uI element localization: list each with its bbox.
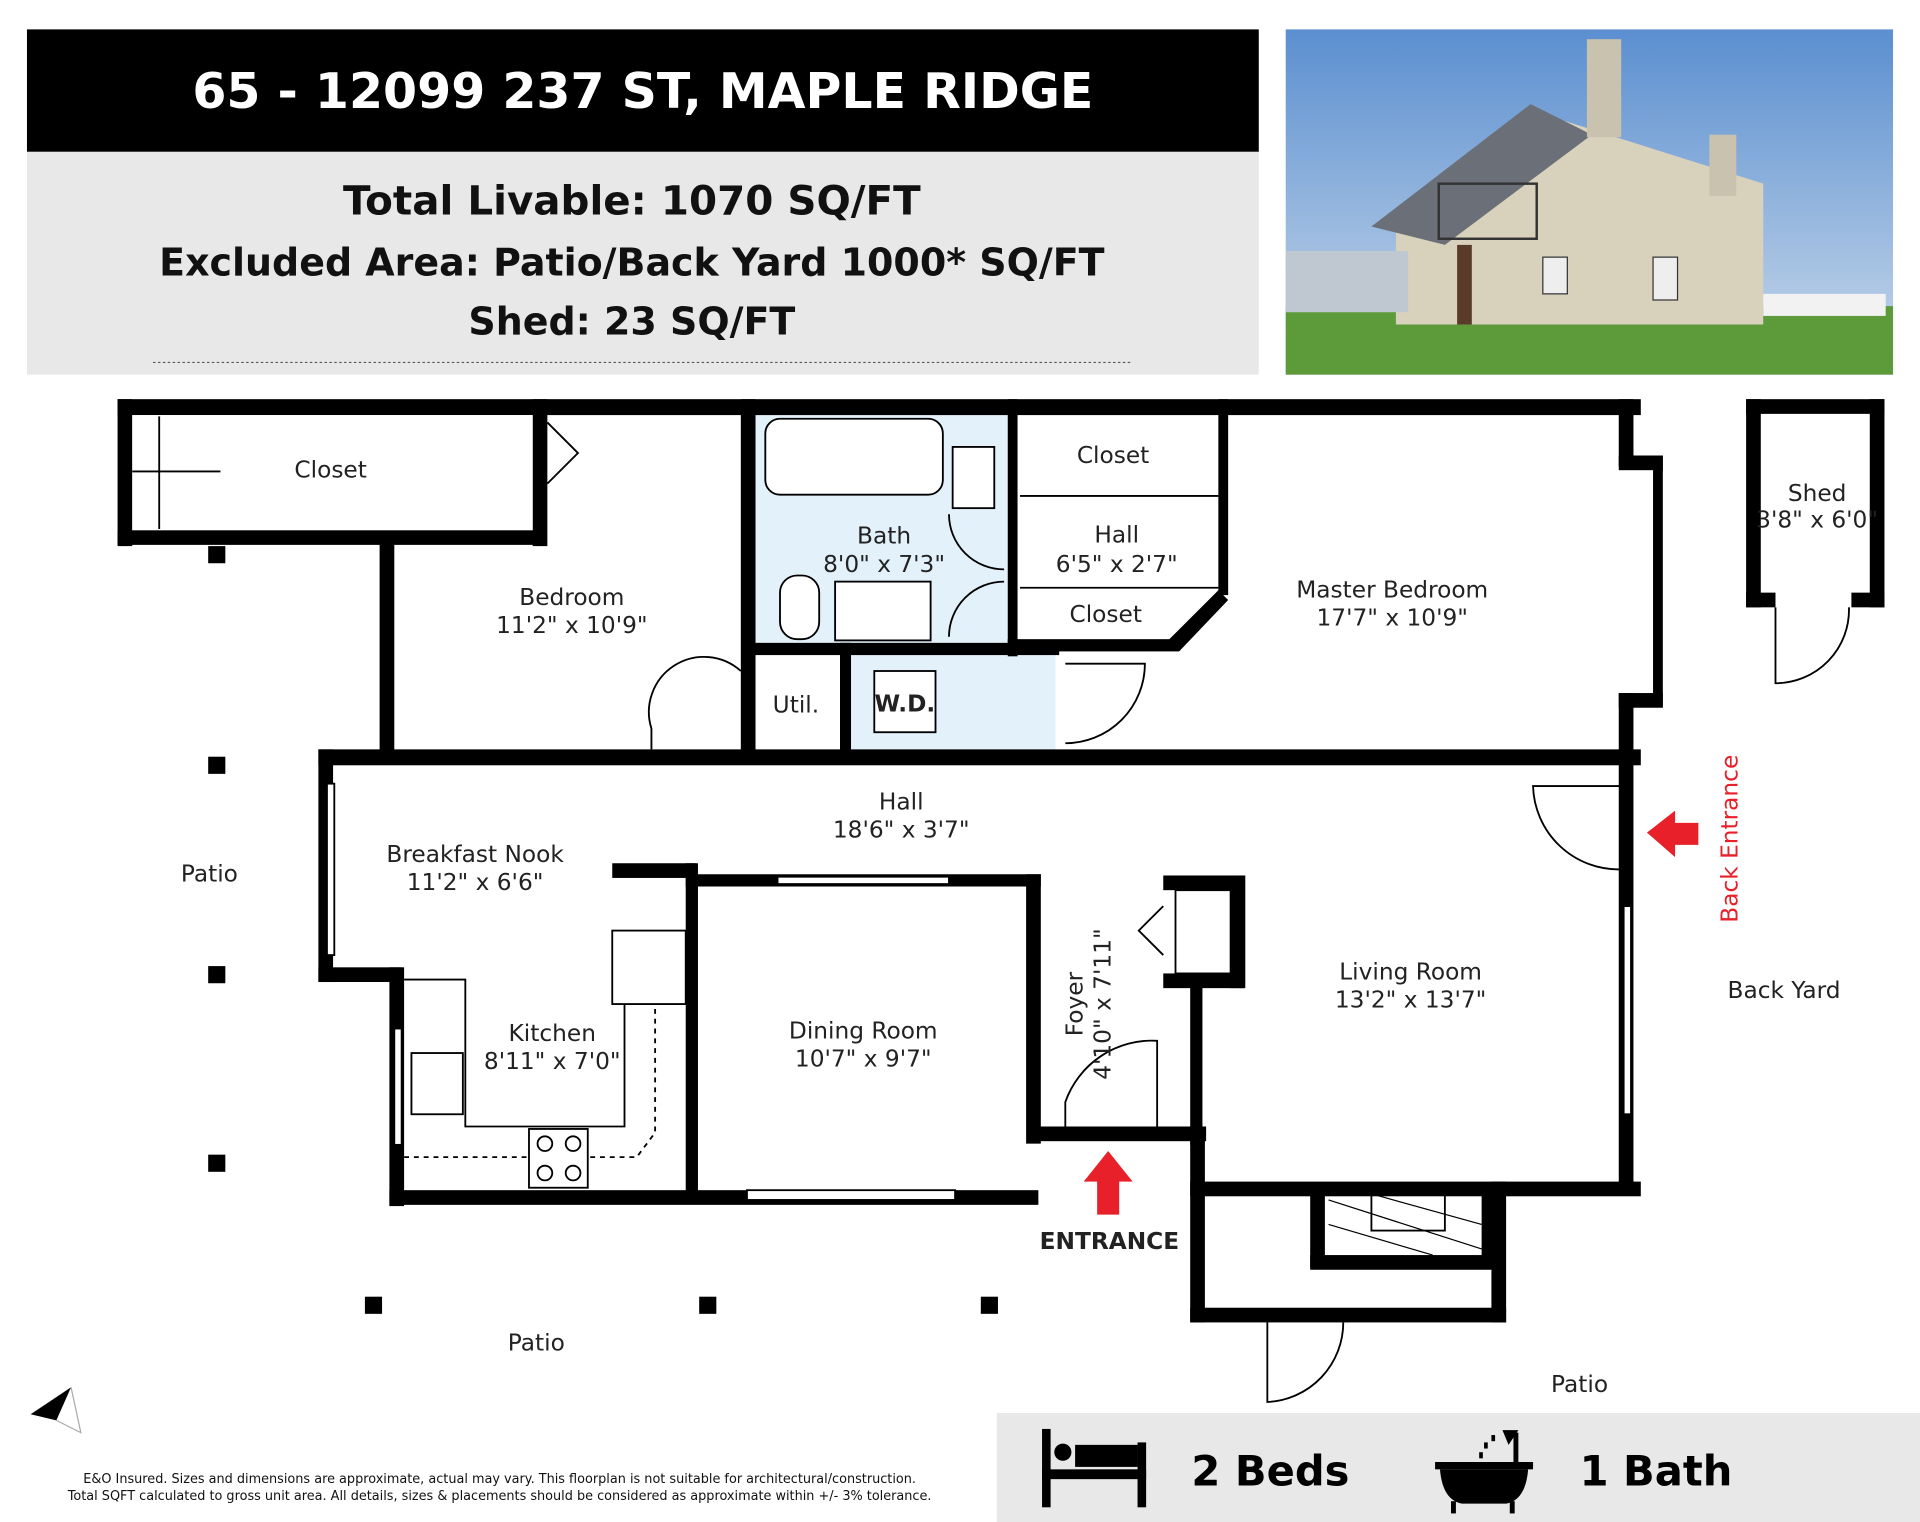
kitchen-size: 8'11" x 7'0" (484, 1048, 621, 1075)
shed-label: Shed (1788, 480, 1847, 507)
back-yard-label: Back Yard (1728, 977, 1841, 1004)
north-compass-icon (30, 1387, 82, 1434)
beds-count: 2 Beds (1191, 1446, 1349, 1495)
closet-label: Closet (1077, 442, 1149, 469)
shed-area: Shed: 23 SQ/FT (468, 299, 795, 343)
bathtub-shower-icon (1435, 1430, 1534, 1514)
kitchen-label: Kitchen (509, 1020, 596, 1047)
living-room-label: Living Room (1339, 959, 1482, 986)
dining-room-label: Dining Room (789, 1017, 938, 1044)
back-entrance-arrow-icon (1646, 810, 1699, 858)
property-address: 65 - 12099 237 ST, MAPLE RIDGE (192, 63, 1093, 120)
disclaimer-line-2: Total SQFT calculated to gross unit area… (67, 1489, 932, 1504)
hall-size: 18'6" x 3'7" (833, 817, 970, 844)
area-summary-panel (26, 151, 1259, 375)
disclaimer-line-1: E&O Insured. Sizes and dimensions are ap… (83, 1472, 916, 1487)
back-entrance-label: Back Entrance (1717, 755, 1744, 923)
shed-size: 3'8" x 6'0" (1756, 507, 1878, 534)
floor-plan: Closet Bedroom 11'2" x 10'9" Bath 8'0" x… (117, 399, 1885, 1403)
living-room-size: 13'2" x 13'7" (1335, 987, 1486, 1014)
closet-label: Closet (294, 457, 366, 484)
total-livable: Total Livable: 1070 SQ/FT (343, 176, 921, 224)
washer-dryer-label: W.D. (875, 690, 936, 717)
bed-icon (1042, 1428, 1147, 1508)
hall-small-label: Hall (1094, 521, 1139, 548)
bedroom-label: Bedroom (519, 584, 624, 611)
closet-label: Closet (1069, 601, 1141, 628)
entrance-arrow-icon (1083, 1150, 1133, 1215)
house-exterior-photo (1285, 29, 1894, 375)
bedroom-size: 11'2" x 10'9" (496, 612, 647, 639)
patio-label: Patio (508, 1330, 565, 1357)
utility-label: Util. (773, 692, 819, 719)
bath-size: 8'0" x 7'3" (823, 551, 945, 578)
foyer-size: 4'10" x 7'11" (1090, 928, 1117, 1079)
entrance-label: ENTRANCE (1040, 1228, 1180, 1255)
hall-small-size: 6'5" x 2'7" (1056, 551, 1178, 578)
hall-label: Hall (879, 788, 924, 815)
excluded-area: Excluded Area: Patio/Back Yard 1000* SQ/… (159, 241, 1104, 285)
patio-label: Patio (1551, 1371, 1608, 1398)
breakfast-nook-label: Breakfast Nook (386, 841, 564, 868)
foyer-label: Foyer (1061, 971, 1088, 1036)
patio-label: Patio (181, 861, 238, 888)
breakfast-nook-size: 11'2" x 6'6" (407, 869, 544, 896)
bath-label: Bath (857, 523, 911, 550)
baths-count: 1 Bath (1580, 1446, 1733, 1495)
title-bar (26, 29, 1259, 152)
master-bedroom-size: 17'7" x 10'9" (1316, 605, 1467, 632)
dining-room-size: 10'7" x 9'7" (795, 1046, 932, 1073)
master-bedroom-label: Master Bedroom (1296, 577, 1488, 604)
